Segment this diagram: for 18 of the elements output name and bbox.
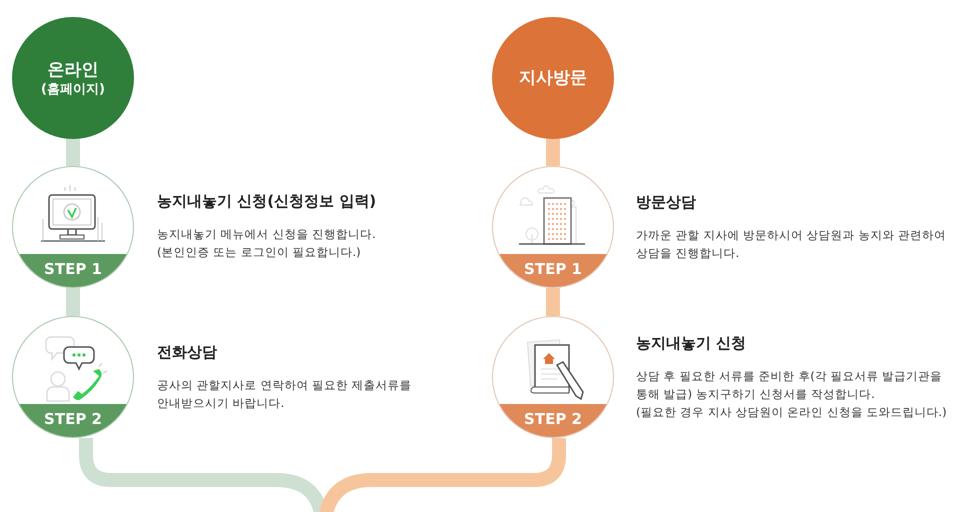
step-heading: 전화상담	[157, 343, 218, 362]
channel-title: 지사방문	[519, 67, 587, 89]
step-description: 상담 후 필요한 서류를 준비한 후(각 필요서류 발급기관을 통해 발급) 농지구하기 신청서를 작성합니다.	[636, 368, 944, 403]
connector-line	[66, 139, 80, 166]
step-description: 농지내놓기 메뉴에서 신청을 진행합니다.	[157, 226, 377, 243]
step-description: 가까운 관할 지사에 방문하시어 상담원과 농지와 관련하여 상담을 진행합니다.	[636, 227, 947, 262]
step-description: (본인인증 또는 로그인이 필요합니다.)	[157, 244, 362, 261]
step-heading: 농지내놓기 신청(신청정보 입력)	[157, 192, 378, 211]
channel-title: 온라인	[48, 58, 98, 80]
connector-line	[546, 139, 560, 166]
step-description: 공사의 관할지사로 연락하여 필요한 제출서류를 안내받으시기 바랍니다.	[157, 377, 413, 412]
step-description: (필요한 경우 지사 상담원이 온라인 신청을 도와드립니다.)	[636, 404, 948, 421]
connector-line	[66, 288, 80, 316]
channel-subtitle: (홈페이지)	[41, 80, 105, 98]
step-heading: 농지내놓기 신청	[636, 334, 748, 353]
connector-line	[318, 438, 566, 512]
connector-line	[546, 288, 560, 316]
step-heading: 방문상담	[636, 193, 697, 212]
